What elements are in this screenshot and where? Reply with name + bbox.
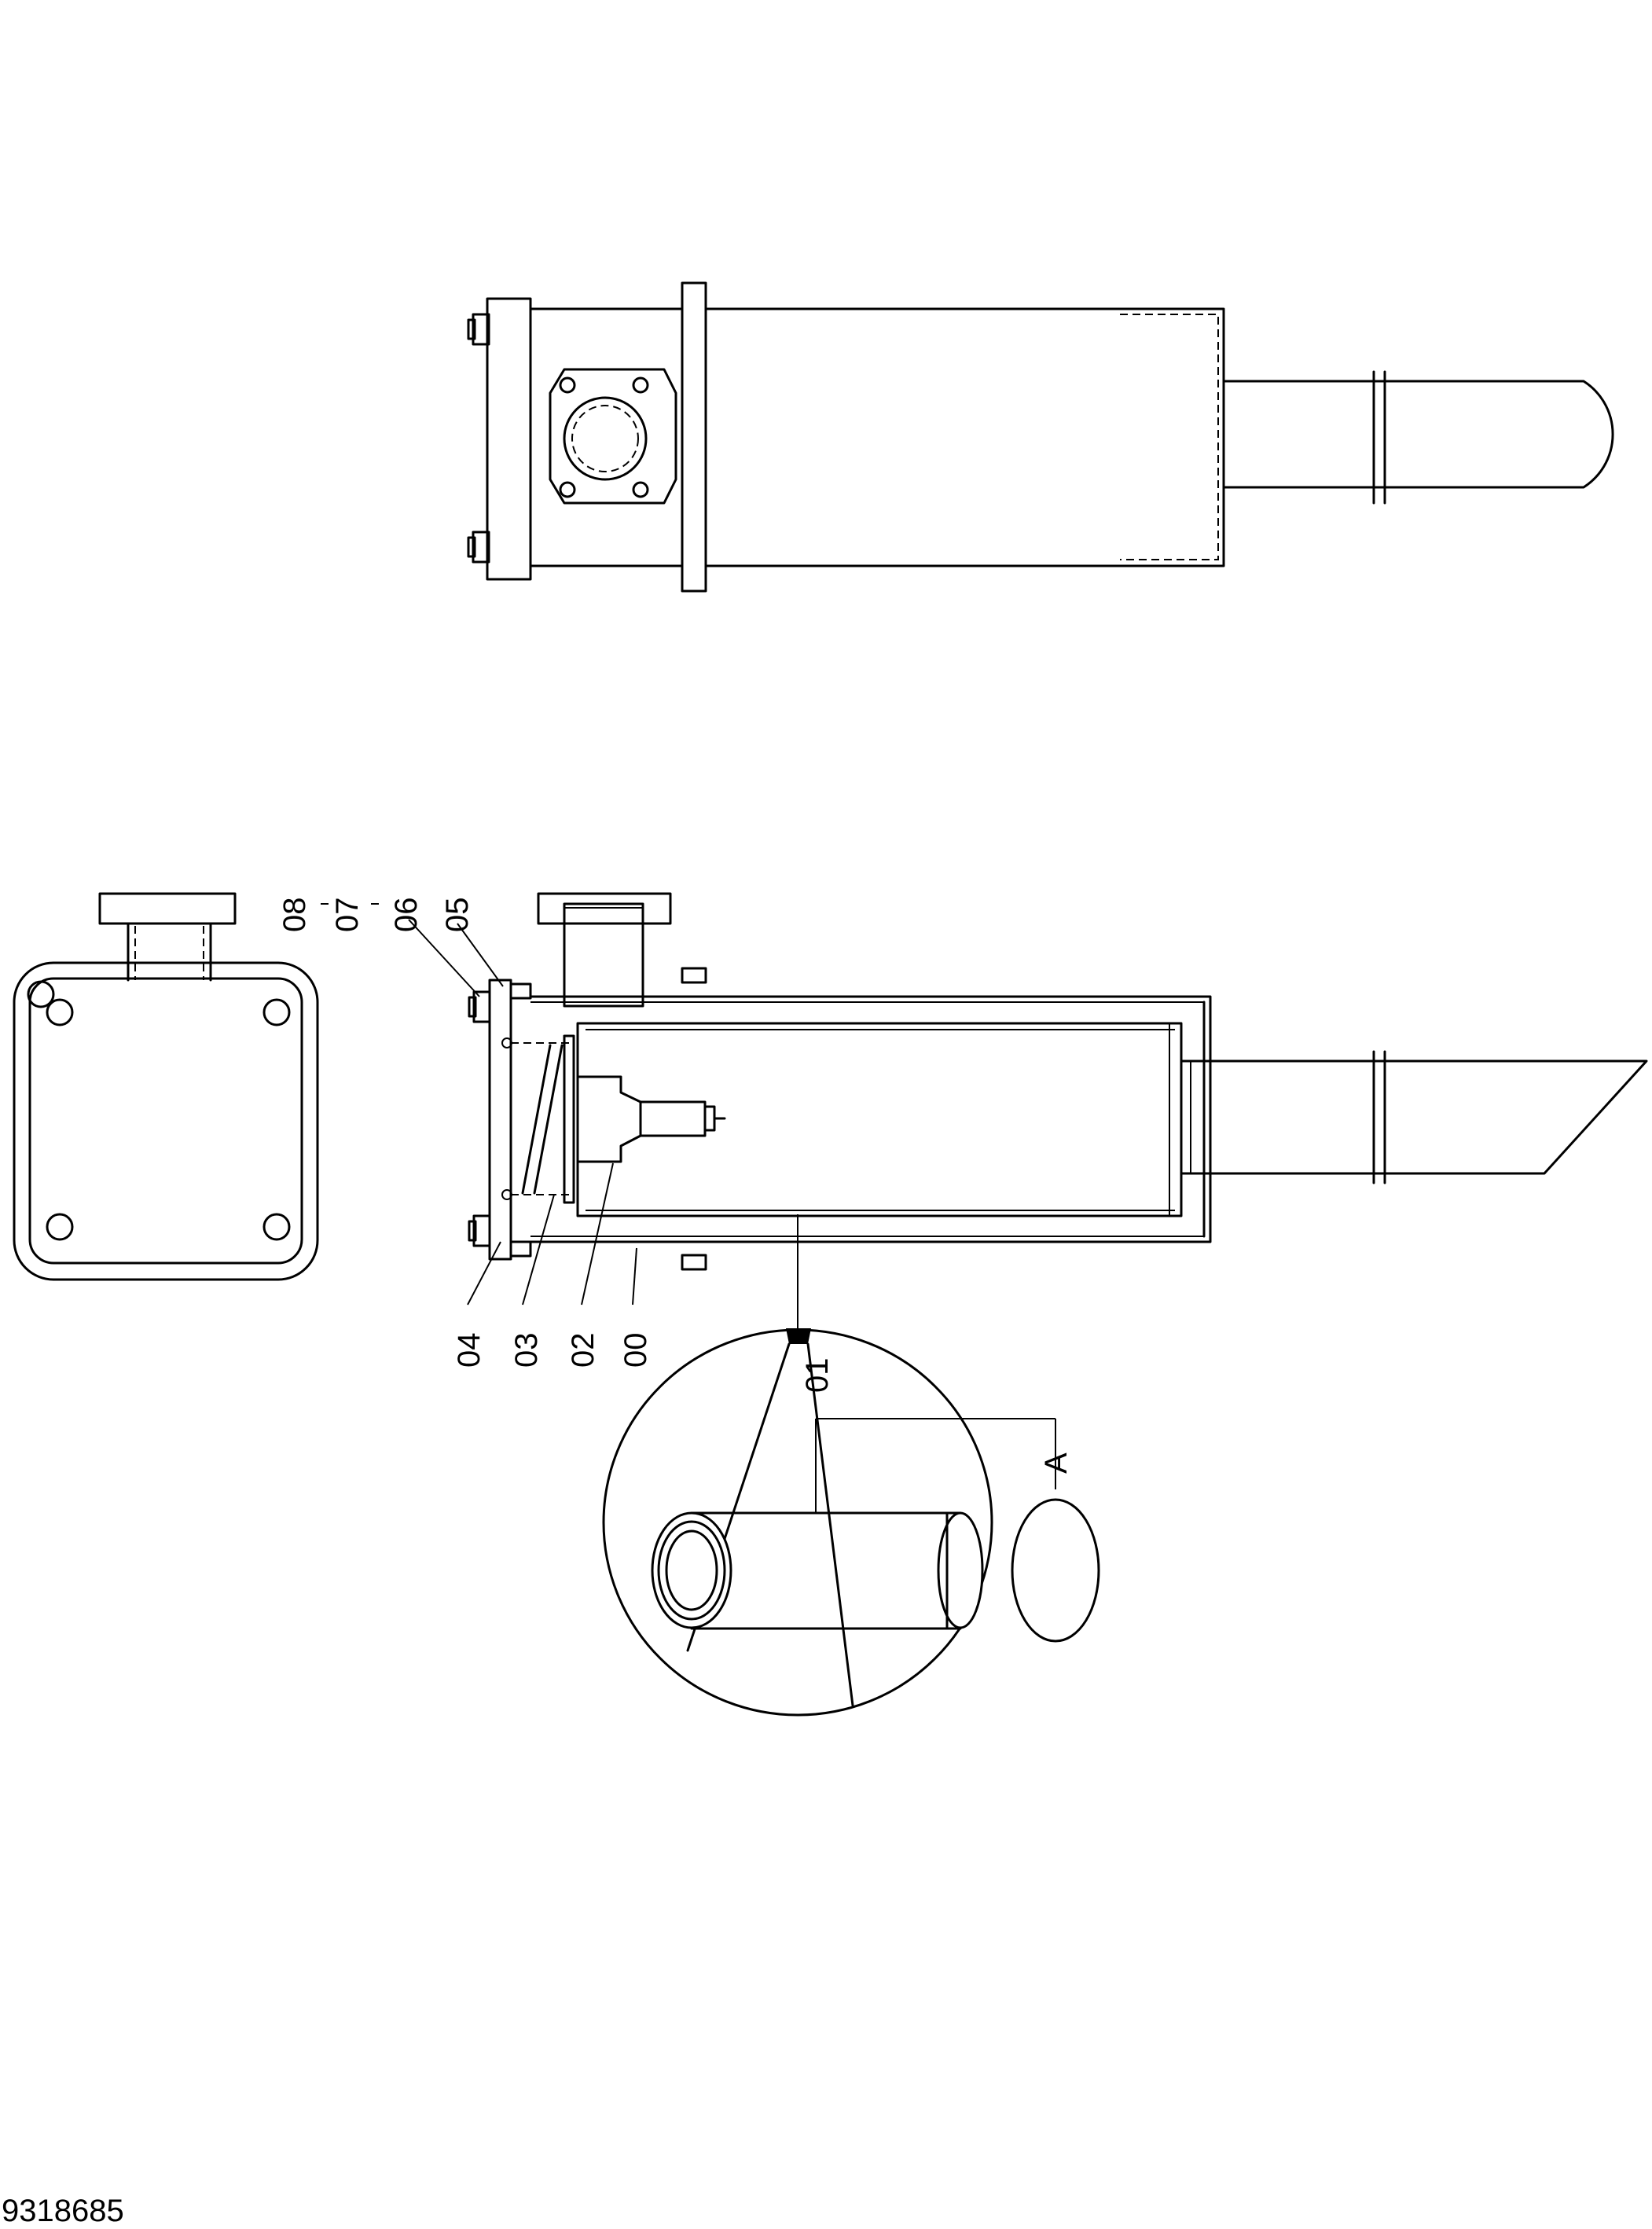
callout-03: 03 — [509, 1333, 544, 1368]
section-view — [468, 892, 1648, 1271]
callout-05: 05 — [440, 898, 475, 933]
callout-04: 04 — [452, 1333, 486, 1368]
callout-06: 06 — [389, 898, 424, 933]
detail-label-a: A — [1039, 1452, 1074, 1474]
detail-bubble — [602, 1328, 1100, 1717]
top-view — [467, 281, 1614, 593]
end-view — [13, 892, 319, 1281]
callout-00: 00 — [619, 1333, 653, 1368]
callout-02: 02 — [566, 1333, 600, 1368]
callout-08: 08 — [277, 898, 312, 933]
callout-01: 01 — [800, 1358, 835, 1394]
callout-07: 07 — [330, 898, 365, 933]
callout-labels: 08 07 06 05 04 03 02 00 01 A — [277, 898, 1074, 1474]
drawing-number: 9318685 — [2, 2194, 124, 2228]
